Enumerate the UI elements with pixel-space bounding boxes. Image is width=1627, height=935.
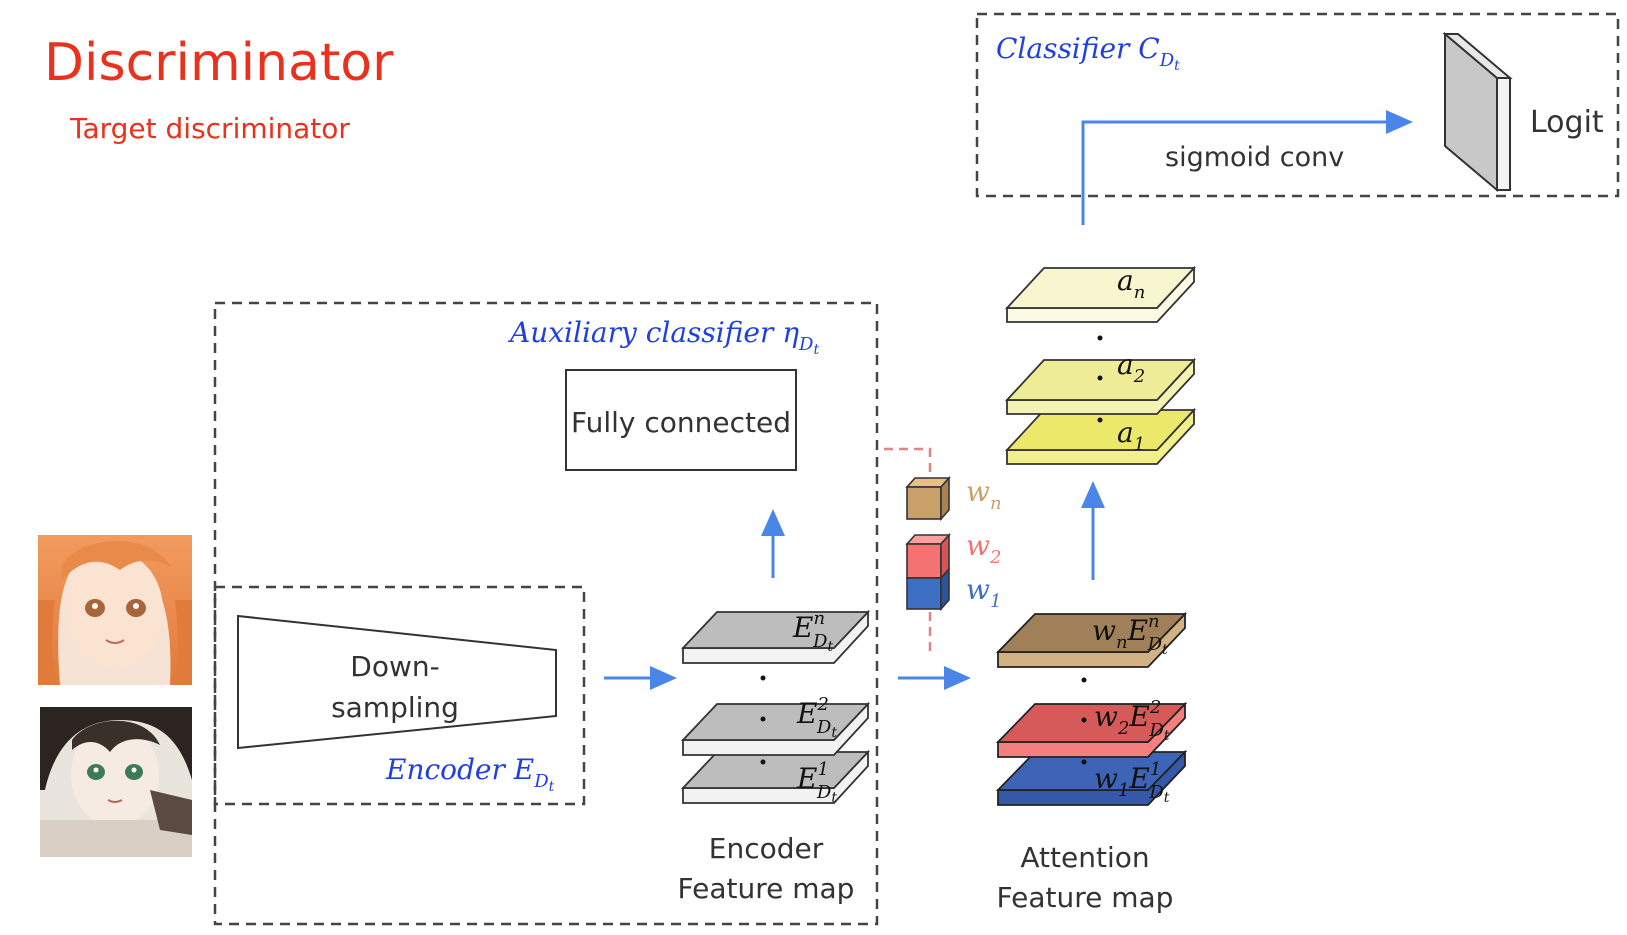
sigmoid-conv-label: sigmoid conv (1165, 142, 1344, 173)
ellipsis-dot (1081, 759, 1087, 765)
logit-label: Logit (1530, 105, 1604, 140)
encoder-layer-1 (680, 749, 871, 804)
ellipsis-dot (760, 716, 766, 722)
encoder-layer-n (680, 609, 871, 664)
slide-title: Discriminator (44, 33, 394, 93)
auxiliary-box (213, 301, 879, 926)
attention-layer-2 (995, 701, 1188, 758)
downsampling-line1: Down- (350, 650, 439, 683)
activation-layer-1 (1004, 407, 1197, 465)
attention-map-caption-line2: Feature map (997, 881, 1174, 914)
slide-subtitle: Target discriminator (69, 112, 350, 145)
ellipsis-dot (1081, 717, 1087, 723)
fully-connected-box (565, 369, 797, 471)
encoder-feature-stack (680, 609, 871, 804)
classifier-label: Classifier CDt (996, 32, 1180, 74)
activation-2-label: a2 (1117, 348, 1145, 387)
attention-layer-n (995, 611, 1188, 668)
attention-feature-stack (995, 611, 1188, 806)
ellipsis-dot (1097, 335, 1103, 341)
input-image-orange-hair (38, 535, 192, 685)
attention-map-caption-line1: Attention (1020, 841, 1149, 874)
activation-n-label: an (1117, 264, 1145, 303)
activation-layer-n (1004, 265, 1197, 323)
encoder-layer-2 (680, 701, 871, 756)
weight-2-label: w2 (966, 529, 1001, 568)
encoder-map-caption-line2: Feature map (678, 872, 855, 905)
weight-cube-n (905, 475, 951, 522)
downsampling-trapezoid (237, 614, 557, 750)
ellipsis-dot (760, 759, 766, 765)
encoder-box (213, 585, 586, 806)
classifier-box (975, 12, 1620, 198)
ellipsis-dot (1097, 375, 1103, 381)
attention-layer-1 (995, 749, 1188, 806)
weight-cube-2 (905, 532, 951, 581)
weight-n-label: wn (966, 475, 1002, 514)
activation-1-label: a1 (1117, 416, 1145, 455)
activation-stack (1004, 265, 1197, 465)
activation-layer-2 (1004, 357, 1197, 415)
weight-cube-1 (906, 566, 950, 612)
fully-connected-label: Fully connected (571, 406, 791, 439)
ellipsis-dot (760, 675, 766, 681)
ellipsis-dot (1081, 677, 1087, 683)
encoder-label: Encoder EDt (385, 753, 555, 795)
ellipsis-dot (1097, 417, 1103, 423)
weight-1-label: w1 (966, 573, 1001, 612)
auxiliary-label: Auxiliary classifier ηDt (507, 316, 819, 358)
input-image-dark-hair (40, 707, 192, 857)
downsampling-line2: sampling (331, 691, 459, 724)
fc-to-weights-connector (884, 447, 932, 476)
logit-slab (1442, 31, 1513, 193)
sigmoid-arrow (1081, 110, 1413, 225)
encoder-map-caption-line1: Encoder (709, 832, 824, 865)
